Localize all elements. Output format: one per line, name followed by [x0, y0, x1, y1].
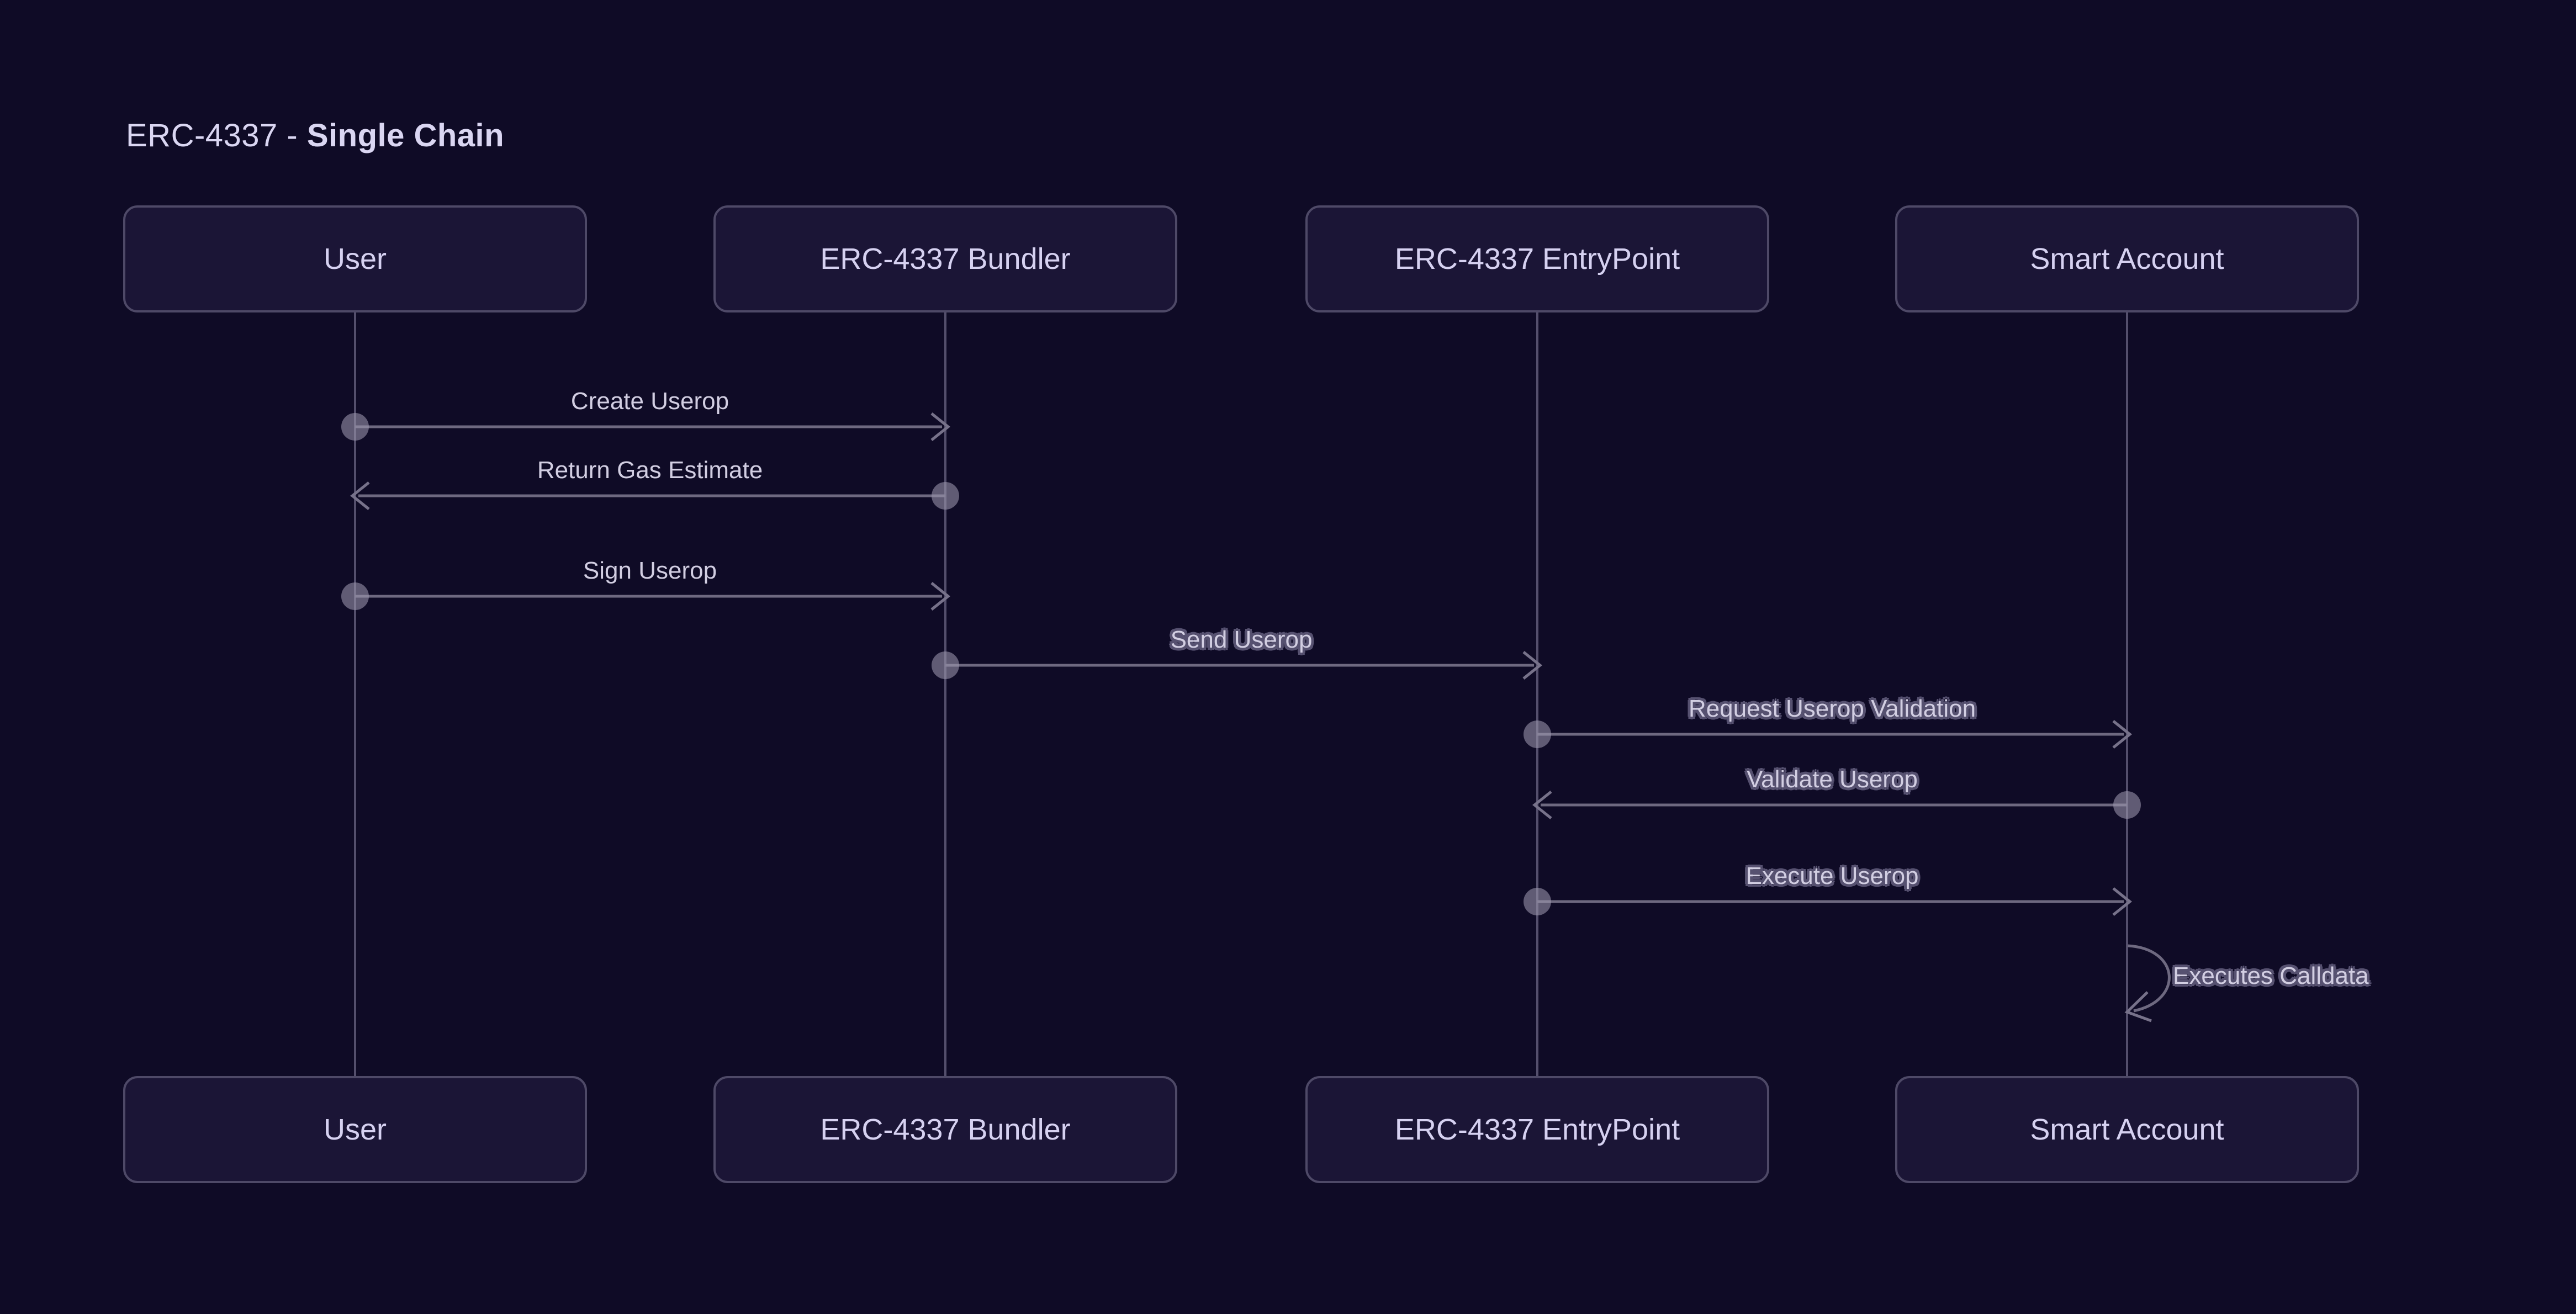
page-title-emphasis: Single Chain	[306, 118, 505, 153]
page-title-prefix: ERC-4337 -	[126, 118, 307, 153]
message-label-send-userop: Send Userop	[1170, 626, 1313, 653]
actor-top-user: User	[123, 205, 587, 312]
message-label-sign-userop: Sign Userop	[583, 557, 717, 584]
message-label-request-userop-validation: Request Userop Validation	[1688, 695, 1976, 722]
arrow-return-gas-estimate	[350, 481, 959, 510]
actor-label: ERC-4337 Bundler	[820, 242, 1071, 275]
arrow-request-userop-validation	[1524, 720, 2133, 749]
message-label-return-gas-estimate: Return Gas Estimate	[537, 457, 763, 484]
arrow-executes-calldata-loop	[2124, 944, 2171, 1022]
arrow-sign-userop	[341, 582, 951, 611]
actor-bottom-entrypoint: ERC-4337 EntryPoint	[1305, 1076, 1769, 1183]
actor-top-bundler: ERC-4337 Bundler	[713, 205, 1177, 312]
actor-bottom-user: User	[123, 1076, 587, 1183]
arrow-execute-userop	[1524, 887, 2133, 916]
actor-label: User	[323, 1113, 387, 1146]
actor-bottom-bundler: ERC-4337 Bundler	[713, 1076, 1177, 1183]
message-label-create-userop: Create Userop	[570, 388, 729, 415]
actor-top-entrypoint: ERC-4337 EntryPoint	[1305, 205, 1769, 312]
message-label-validate-userop: Validate Userop	[1747, 766, 1918, 793]
message-label-executes-calldata: Executes Calldata	[2173, 962, 2369, 989]
arrow-validate-userop	[1532, 791, 2141, 819]
actor-bottom-smart-account: Smart Account	[1895, 1076, 2359, 1183]
message-label-execute-userop: Execute Userop	[1745, 862, 1919, 889]
actor-label: ERC-4337 EntryPoint	[1394, 242, 1680, 275]
arrow-send-userop	[932, 651, 1543, 680]
page-title: ERC-4337 - Single Chain	[126, 118, 504, 153]
arrow-create-userop	[341, 412, 951, 441]
actor-label: ERC-4337 EntryPoint	[1394, 1113, 1680, 1146]
actor-top-smart-account: Smart Account	[1895, 205, 2359, 312]
actor-label: Smart Account	[2030, 1113, 2224, 1146]
actor-label: Smart Account	[2030, 242, 2224, 275]
actor-label: User	[323, 242, 387, 275]
actor-label: ERC-4337 Bundler	[820, 1113, 1071, 1146]
